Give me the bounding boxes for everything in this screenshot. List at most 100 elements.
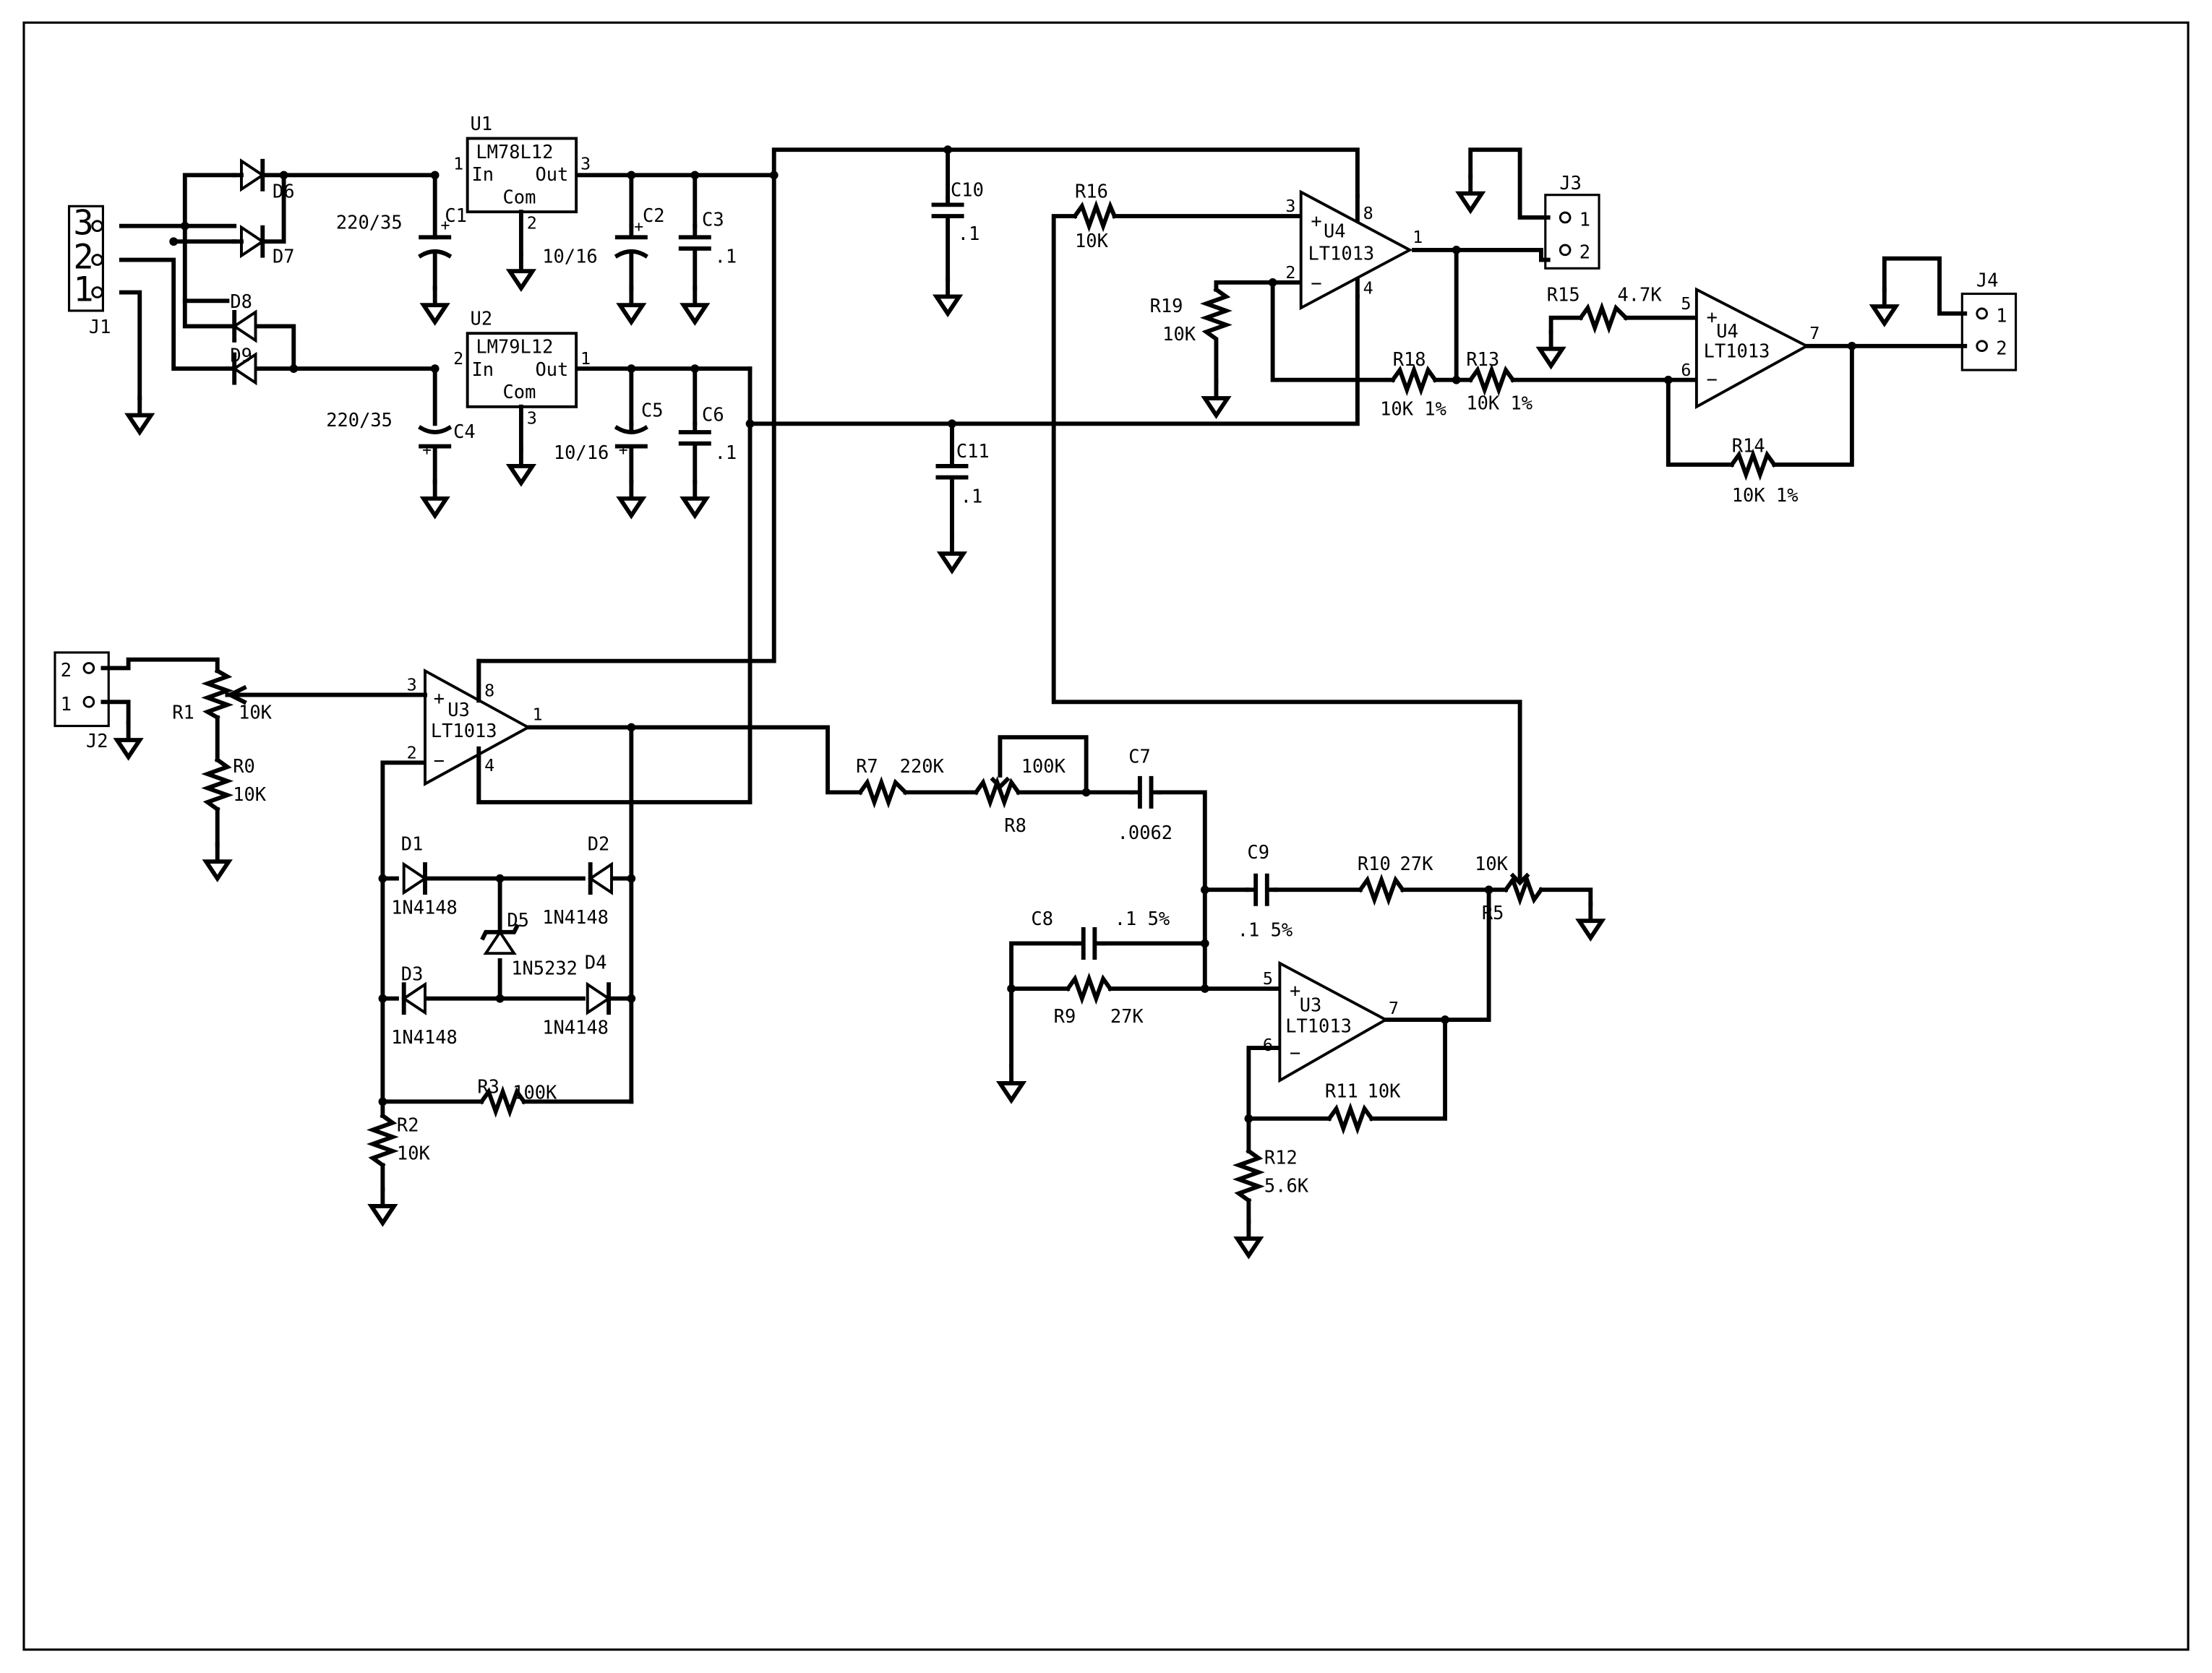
u2-in: In (472, 358, 494, 380)
u3b-part: LT1013 (1285, 1015, 1352, 1037)
u3a-part: LT1013 (431, 720, 497, 741)
j2-pin1-label: 1 (61, 693, 72, 715)
u4b-minus: − (1707, 369, 1718, 390)
r18-val: 10K 1% (1380, 398, 1446, 420)
u2-out: Out (535, 358, 568, 380)
connector-j4[interactable]: 1 2 J4 (1960, 270, 2018, 371)
u4a-part: LT1013 (1308, 243, 1374, 265)
capacitor-c5[interactable]: + C5 10/16 (554, 400, 664, 484)
regulator-u1[interactable]: U1 LM78L12 In Out Com 1 3 2 (453, 113, 591, 257)
resistor-r14[interactable]: R14 10K 1% (1728, 434, 1799, 506)
opamp-u3a[interactable]: + − U3 LT1013 3 2 1 8 4 (407, 658, 543, 804)
j3-pin1-label: 1 (1579, 209, 1590, 231)
d1-ref: D1 (401, 833, 424, 854)
opamp-u4b[interactable]: + − U4 LT1013 5 6 7 (1681, 287, 1819, 410)
d9-ref: D9 (230, 344, 252, 366)
d1-val: 1N4148 (391, 896, 458, 918)
capacitor-c1[interactable]: + C1 220/35 (336, 205, 467, 291)
c3-val: .1 (715, 246, 737, 267)
potentiometer-r5[interactable]: R5 10K (1475, 853, 1545, 924)
r5-ref: R5 (1482, 902, 1504, 924)
j4-pin1-label: 1 (1996, 305, 2007, 327)
diode-d2[interactable]: D2 1N4148 (542, 833, 613, 928)
potentiometer-r8[interactable]: R8 100K (973, 755, 1066, 836)
c7-val: .0062 (1118, 822, 1173, 843)
c8-val: .1 5% (1115, 908, 1170, 929)
c5-val: 10/16 (554, 442, 609, 463)
resistor-r15[interactable]: R15 4.7K (1547, 283, 1663, 335)
resistor-r12[interactable]: R12 5.6K (1232, 1146, 1309, 1204)
diode-d5-zener[interactable]: D5 1N5232 (480, 909, 578, 979)
regulator-u2[interactable]: U2 LM79L12 In Out Com 2 1 3 (453, 307, 591, 452)
opamp-u4a[interactable]: + − U4 LT1013 3 2 1 8 4 (1285, 189, 1423, 311)
r12-ref: R12 (1264, 1146, 1298, 1168)
capacitor-c6[interactable]: C6 .1 (678, 403, 737, 484)
resistor-r19[interactable]: R19 10K (1150, 286, 1233, 384)
resistor-r16[interactable]: R16 10K (1071, 181, 1118, 251)
capacitor-c10[interactable]: C10 .1 (931, 179, 984, 282)
diode-d3[interactable]: D3 1N4148 (391, 963, 458, 1048)
resistor-r10[interactable]: R10 27K (1357, 853, 1433, 906)
capacitor-c2[interactable]: + C2 10/16 (542, 205, 665, 291)
resistor-r11[interactable]: R11 10K (1325, 1080, 1401, 1135)
c4-ref: C4 (453, 421, 476, 442)
resistor-r9[interactable]: R9 27K (1054, 972, 1144, 1027)
resistor-r18[interactable]: R18 10K 1% (1380, 348, 1446, 419)
u3a-ref: U3 (447, 699, 470, 721)
r8-ref: R8 (1004, 814, 1026, 836)
j2-pin2-label: 2 (61, 659, 72, 681)
diode-d7[interactable]: D7 (232, 224, 295, 267)
resistor-r13[interactable]: R13 10K 1% (1466, 348, 1532, 414)
c10-val: .1 (958, 223, 980, 244)
capacitor-c7[interactable]: C7 .0062 (1118, 745, 1173, 843)
u3a-plus: + (434, 687, 445, 709)
u4a-pin3: 3 (1285, 196, 1295, 216)
resistor-r0[interactable]: R0 10K (201, 755, 267, 812)
r2-ref: R2 (397, 1114, 419, 1135)
diode-d4[interactable]: D4 1N4148 (542, 952, 612, 1038)
capacitor-c3[interactable]: C3 .1 (678, 209, 737, 291)
u2-part: LM79L12 (476, 336, 553, 358)
diode-d8[interactable]: D8 (182, 291, 257, 343)
c9-ref: C9 (1247, 841, 1269, 863)
resistor-r3[interactable]: R3 100K (477, 1076, 557, 1118)
diode-d6[interactable]: D6 (232, 158, 295, 202)
c10-ref: C10 (951, 179, 984, 201)
d6-ref: D6 (273, 181, 295, 202)
diode-d1[interactable]: D1 1N4148 (391, 833, 458, 918)
u4b-pin7: 7 (1809, 323, 1819, 343)
capacitor-c8[interactable]: C8 .1 5% (1031, 908, 1170, 960)
u3a-pin1: 1 (533, 705, 543, 725)
capacitor-c4[interactable]: + C4 220/35 (326, 409, 476, 484)
capacitor-c9[interactable]: C9 .1 5% (1238, 841, 1293, 940)
c4-val: 220/35 (326, 409, 393, 431)
connector-j1[interactable]: 3 2 1 J1 (67, 203, 111, 337)
capacitor-c11[interactable]: C11 .1 (935, 440, 990, 539)
u4a-pin4: 4 (1363, 278, 1373, 298)
u1-ref: U1 (471, 113, 493, 134)
r14-val: 10K 1% (1732, 484, 1799, 506)
resistor-r2[interactable]: R2 10K (366, 1112, 431, 1169)
r16-ref: R16 (1075, 181, 1108, 202)
d3-ref: D3 (401, 963, 424, 984)
diode-d9[interactable]: D9 (225, 344, 257, 386)
u3b-pin7: 7 (1389, 998, 1399, 1018)
sheet-border (22, 21, 2190, 1651)
u3b-ref: U3 (1300, 994, 1322, 1015)
c6-val: .1 (715, 442, 737, 463)
opamp-u3b[interactable]: + − U3 LT1013 5 6 7 (1263, 960, 1399, 1083)
r15-val: 4.7K (1617, 283, 1662, 305)
r12-val: 5.6K (1264, 1174, 1309, 1196)
u4a-minus: − (1311, 272, 1321, 294)
c4-plus: + (422, 441, 432, 459)
potentiometer-r1[interactable]: R1 10K (172, 668, 427, 723)
r2-val: 10K (397, 1142, 431, 1164)
d2-ref: D2 (588, 833, 610, 854)
resistor-r7[interactable]: R7 220K (856, 755, 945, 809)
connector-j3[interactable]: 1 2 J3 (1544, 172, 1600, 270)
connector-j2[interactable]: 2 1 J2 (53, 651, 110, 752)
c2-ref: C2 (643, 205, 665, 226)
u3a-pin4: 4 (484, 755, 494, 775)
u4b-pin6: 6 (1681, 360, 1691, 380)
